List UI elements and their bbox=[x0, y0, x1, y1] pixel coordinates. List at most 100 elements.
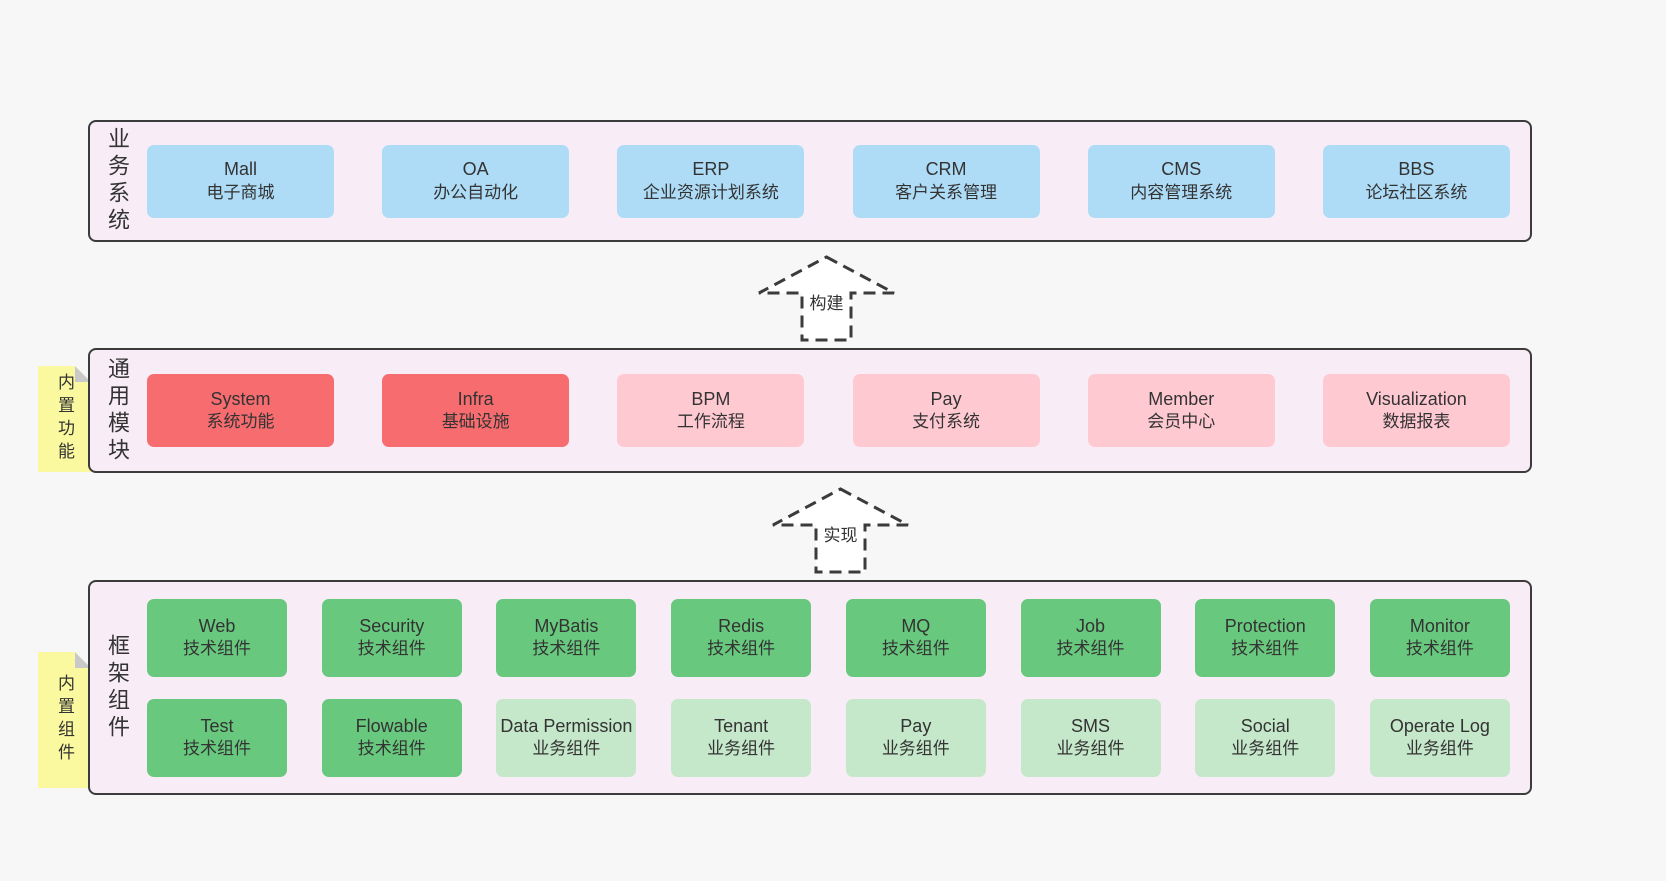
box-subtitle: 技术组件 bbox=[1405, 639, 1474, 659]
box-title: Job bbox=[1076, 615, 1106, 636]
box-title: Pay bbox=[900, 715, 932, 736]
box-title: Redis bbox=[718, 615, 765, 636]
component-box-test: Test 技术组件 bbox=[147, 698, 287, 777]
build-arrow-icon: 构建 bbox=[758, 255, 895, 342]
box-subtitle: 技术组件 bbox=[357, 639, 426, 659]
box-subtitle: 企业资源计划系统 bbox=[642, 182, 779, 202]
component-box-tenant: Tenant 业务组件 bbox=[671, 698, 812, 777]
component-box-redis: Redis 技术组件 bbox=[671, 598, 812, 677]
component-box-data-permission: Data Permission 业务组件 bbox=[496, 698, 637, 777]
sticky-note-builtin-features: 内置功能 bbox=[38, 366, 91, 472]
component-box-social: Social 业务组件 bbox=[1195, 698, 1336, 777]
box-subtitle: 数据报表 bbox=[1382, 412, 1451, 432]
box-subtitle: 技术组件 bbox=[1056, 639, 1125, 659]
box-title: Monitor bbox=[1409, 615, 1470, 636]
box-subtitle: 论坛社区系统 bbox=[1365, 182, 1468, 202]
box-subtitle: 电子商城 bbox=[206, 182, 275, 202]
box-title: CMS bbox=[1161, 159, 1202, 180]
box-subtitle: 技术组件 bbox=[183, 639, 251, 659]
box-title: Web bbox=[198, 615, 236, 636]
box-subtitle: 办公自动化 bbox=[433, 182, 519, 202]
box-subtitle: 系统功能 bbox=[206, 412, 275, 432]
component-box-web: Web 技术组件 bbox=[147, 598, 287, 677]
box-title: ERP bbox=[692, 159, 730, 180]
component-box-monitor: Monitor 技术组件 bbox=[1369, 598, 1510, 677]
box-subtitle: 业务组件 bbox=[881, 739, 950, 759]
panel-label: 通用模块 bbox=[105, 356, 130, 465]
component-box-flowable: Flowable 技术组件 bbox=[321, 698, 462, 777]
component-box-sms: SMS 业务组件 bbox=[1020, 698, 1161, 777]
box-title: System bbox=[210, 388, 271, 409]
box-title: BBS bbox=[1398, 159, 1435, 180]
box-title: MQ bbox=[901, 615, 931, 636]
box-subtitle: 技术组件 bbox=[1231, 639, 1300, 659]
box-title: Member bbox=[1148, 388, 1215, 409]
arrow-label: 实现 bbox=[824, 526, 858, 545]
box-title: Pay bbox=[930, 388, 962, 409]
box-subtitle: 业务组件 bbox=[1056, 739, 1125, 759]
box-subtitle: 支付系统 bbox=[912, 412, 981, 432]
component-box-pay: Pay 业务组件 bbox=[845, 698, 986, 777]
box-title: CRM bbox=[925, 159, 967, 180]
box-subtitle: 技术组件 bbox=[532, 639, 601, 659]
box-subtitle: 业务组件 bbox=[532, 739, 601, 759]
arrow-label: 构建 bbox=[810, 294, 844, 313]
component-box-operate-log: Operate Log 业务组件 bbox=[1369, 698, 1510, 777]
component-box-mq: MQ 技术组件 bbox=[845, 598, 986, 677]
panel-label: 业务系统 bbox=[105, 127, 130, 235]
sticky-note-label: 内置组件 bbox=[55, 674, 74, 766]
component-box-job: Job 技术组件 bbox=[1020, 598, 1161, 677]
component-box-system: System 系统功能 bbox=[147, 374, 334, 447]
box-title: Tenant bbox=[714, 715, 769, 736]
box-title: Social bbox=[1240, 715, 1290, 736]
box-title: Test bbox=[200, 715, 234, 736]
box-subtitle: 技术组件 bbox=[183, 739, 251, 759]
box-title: MyBatis bbox=[534, 615, 599, 636]
box-title: Data Permission bbox=[500, 715, 633, 736]
box-subtitle: 会员中心 bbox=[1147, 412, 1216, 432]
box-subtitle: 业务组件 bbox=[1231, 739, 1300, 759]
box-title: Mall bbox=[223, 159, 257, 180]
box-subtitle: 技术组件 bbox=[357, 739, 426, 759]
box-subtitle: 客户关系管理 bbox=[895, 182, 998, 202]
box-subtitle: 业务组件 bbox=[1405, 739, 1474, 759]
implement-arrow-icon: 实现 bbox=[772, 487, 909, 574]
box-title: BPM bbox=[691, 388, 731, 409]
box-title: Operate Log bbox=[1389, 715, 1490, 736]
box-title: Security bbox=[359, 615, 425, 636]
box-subtitle: 内容管理系统 bbox=[1130, 182, 1233, 202]
panel-label: 框架组件 bbox=[105, 633, 130, 742]
component-box-infra: Infra 基础设施 bbox=[382, 374, 570, 447]
component-box-security: Security 技术组件 bbox=[321, 598, 462, 677]
sticky-note-builtin-components: 内置组件 bbox=[38, 652, 91, 788]
box-title: Flowable bbox=[355, 715, 428, 736]
box-subtitle: 技术组件 bbox=[881, 639, 950, 659]
box-title: SMS bbox=[1071, 715, 1111, 736]
box-subtitle: 技术组件 bbox=[707, 639, 776, 659]
sticky-note-label: 内置功能 bbox=[55, 373, 74, 465]
component-box-member: Member 会员中心 bbox=[1087, 374, 1275, 447]
box-subtitle: 业务组件 bbox=[707, 739, 776, 759]
box-title: Infra bbox=[457, 388, 494, 409]
box-subtitle: 基础设施 bbox=[441, 412, 510, 432]
box-title: OA bbox=[462, 159, 489, 180]
component-box-pay: Pay 支付系统 bbox=[852, 374, 1040, 447]
